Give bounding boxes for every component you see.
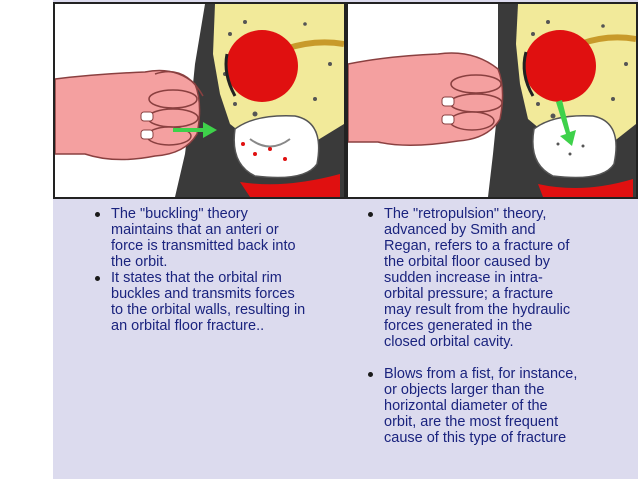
text-line: Blows from a fist, for instance, bbox=[384, 366, 578, 382]
eye-globe bbox=[524, 30, 596, 102]
retropulsion-diagram bbox=[348, 4, 636, 197]
text-line: or objects larger than the bbox=[384, 382, 545, 398]
bullet-item: It states that the orbital rim buckles a… bbox=[93, 270, 338, 334]
retropulsion-theory-text: The "retropulsion" theory, advanced by S… bbox=[346, 200, 638, 479]
text-line: buckles and transmits forces bbox=[111, 286, 295, 302]
retropulsion-illustration bbox=[346, 2, 638, 199]
text-line: The "buckling" theory bbox=[111, 206, 248, 222]
eye-globe bbox=[226, 30, 298, 102]
spacer bbox=[366, 350, 630, 366]
text-line: sudden increase in intra- bbox=[384, 270, 543, 286]
text-line: to the orbital walls, resulting in bbox=[111, 302, 306, 318]
text-line: Regan, refers to a fracture of bbox=[384, 238, 570, 254]
text-line: maintains that an anteri or bbox=[111, 222, 279, 238]
bullet-dot bbox=[368, 212, 373, 217]
text-line: orbit, are the most frequent bbox=[384, 414, 559, 430]
buckling-theory-text: The "buckling" theory maintains that an … bbox=[53, 200, 346, 479]
text-line: an orbital floor fracture.. bbox=[111, 318, 265, 334]
text-line: forces generated in the bbox=[384, 318, 533, 334]
text-line: closed orbital cavity. bbox=[384, 334, 514, 350]
text-line: the orbital floor caused by bbox=[384, 254, 551, 270]
text-line: force is transmitted back into bbox=[111, 238, 296, 254]
buckling-diagram bbox=[55, 4, 344, 197]
buckling-illustration bbox=[53, 2, 346, 199]
text-line: cause of this type of fracture bbox=[384, 430, 567, 446]
force-arrow bbox=[173, 122, 217, 138]
text-line: It states that the orbital rim bbox=[111, 270, 282, 286]
text-line: may result from the hydraulic bbox=[384, 302, 571, 318]
text-line: orbital pressure; a fracture bbox=[384, 286, 554, 302]
text-line: advanced by Smith and bbox=[384, 222, 536, 238]
bullet-item: The "buckling" theory maintains that an … bbox=[93, 206, 338, 270]
text-line: The "retropulsion" theory, bbox=[384, 206, 547, 222]
bullet-dot bbox=[368, 372, 373, 377]
text-line: the orbit. bbox=[111, 254, 168, 270]
bullet-item: The "retropulsion" theory, advanced by S… bbox=[366, 206, 630, 350]
bullet-dot bbox=[95, 212, 100, 217]
bullet-dot bbox=[95, 276, 100, 281]
text-line: horizontal diameter of the bbox=[384, 398, 548, 414]
force-arrow bbox=[556, 100, 576, 146]
bullet-item: Blows from a fist, for instance, or obje… bbox=[366, 366, 630, 446]
